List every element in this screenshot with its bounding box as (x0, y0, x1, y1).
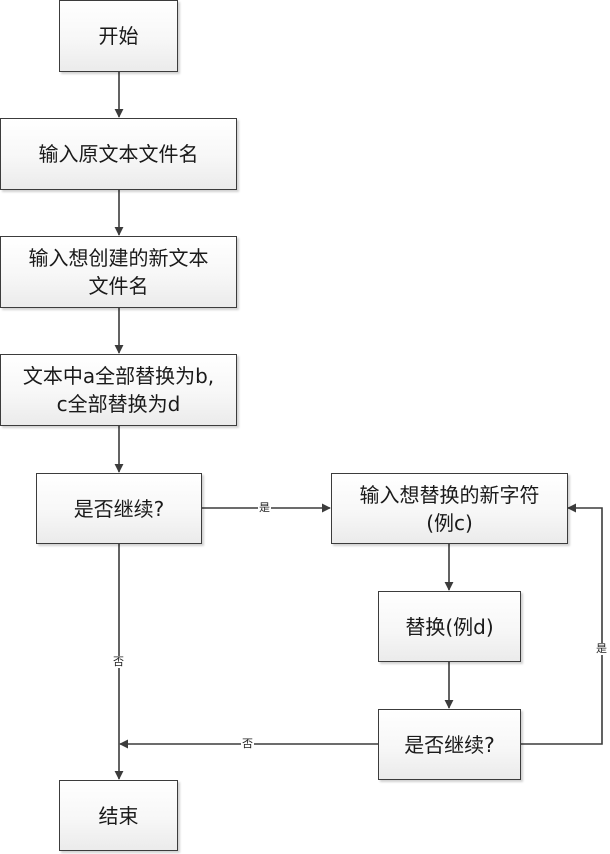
node-line: 输入想创建的新文本 (28, 246, 209, 270)
node-input-new-text: 输入想创建的新文本 文件名 (29, 244, 209, 300)
node-input-source: 输入原文本文件名 (0, 118, 237, 190)
node-replace-all-text: 文本中a全部替换为b, c全部替换为d (23, 362, 214, 418)
node-continue-2: 是否继续? (378, 709, 521, 780)
node-continue-1-text: 是否继续? (74, 495, 165, 523)
node-line: 是否继续? (404, 732, 495, 757)
node-input-char-text: 输入想替换的新字符 (例c) (360, 481, 540, 537)
node-input-char: 输入想替换的新字符 (例c) (331, 473, 568, 544)
node-line: 文件名 (88, 274, 149, 298)
node-end-text: 结束 (99, 802, 139, 830)
node-replace-text: 替换(例d) (405, 613, 493, 641)
node-start-text: 开始 (99, 22, 139, 50)
node-continue-1: 是否继续? (36, 473, 202, 544)
node-replace-all: 文本中a全部替换为b, c全部替换为d (0, 354, 237, 426)
node-replace: 替换(例d) (378, 591, 521, 662)
node-continue-2-text: 是否继续? (404, 731, 495, 759)
node-line: c全部替换为d (56, 392, 181, 416)
node-line: 开始 (98, 24, 139, 48)
node-line: 是否继续? (73, 496, 165, 521)
node-line: 替换(例d) (405, 614, 494, 639)
node-line: 文本中a全部替换为b, (22, 364, 215, 388)
node-line: (例c) (426, 510, 473, 535)
node-end: 结束 (59, 780, 178, 851)
node-start: 开始 (59, 0, 178, 72)
node-line: 输入想替换的新字符 (359, 482, 540, 507)
node-line: 结束 (98, 803, 139, 828)
node-input-source-text: 输入原文本文件名 (39, 140, 199, 168)
node-line: 输入原文本文件名 (38, 142, 199, 166)
edge-label-continue-2-no: 否 (241, 737, 254, 750)
edge-continue-2-yes (521, 503, 603, 745)
node-input-new: 输入想创建的新文本 文件名 (0, 236, 237, 308)
edge-label-continue-1-no: 否 (112, 655, 125, 668)
edge-label-continue-1-yes: 是 (258, 501, 271, 514)
edge-label-continue-2-yes: 是 (595, 642, 608, 655)
